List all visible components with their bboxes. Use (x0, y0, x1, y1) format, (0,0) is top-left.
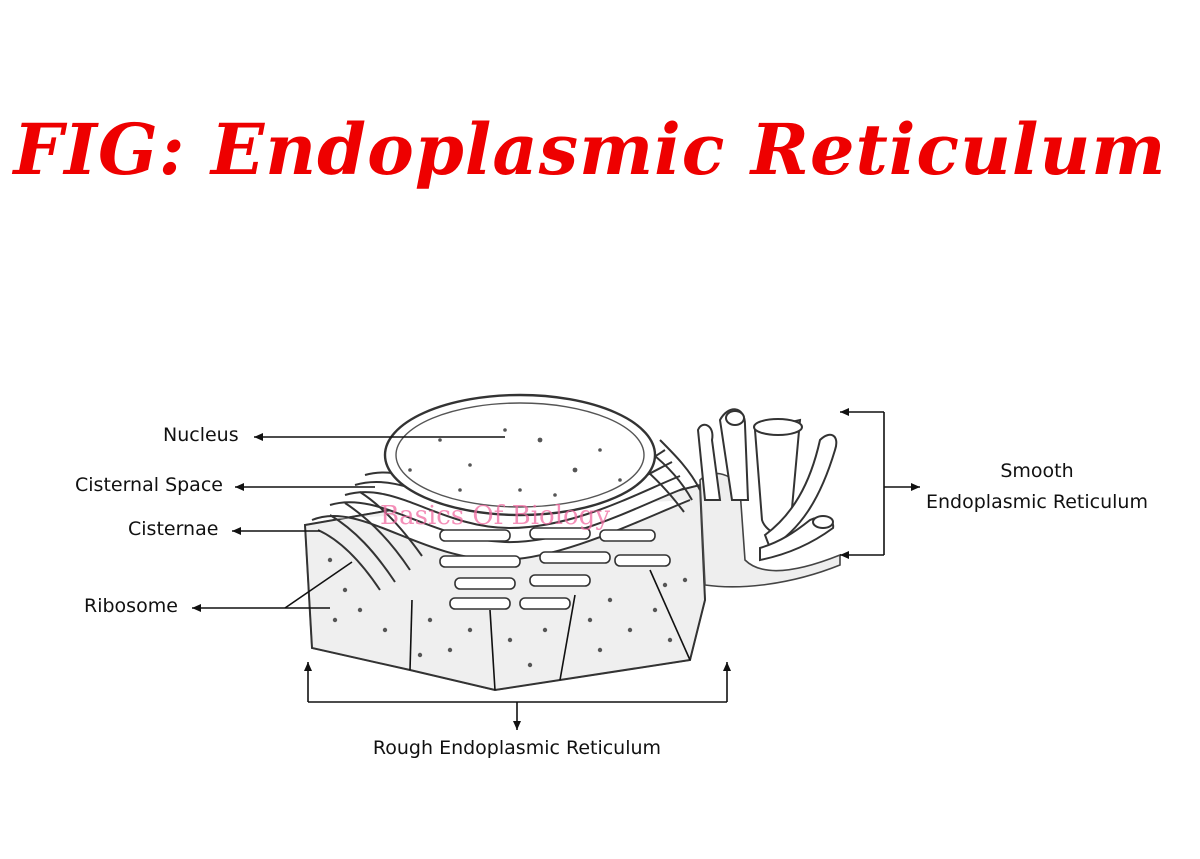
watermark-text: Basics Of Biology (380, 501, 610, 531)
label-cisternal-space: Cisternal Space (75, 474, 223, 496)
smooth-er-illustration (696, 408, 841, 588)
rough-er-bracket (304, 662, 731, 730)
label-nucleus: Nucleus (163, 424, 239, 446)
label-smooth-er-line2: Endoplasmic Reticulum (926, 491, 1148, 513)
smooth-er-bracket (840, 408, 920, 559)
label-smooth-er-line1: Smooth (1000, 460, 1073, 482)
label-rough-er: Rough Endoplasmic Reticulum (373, 737, 661, 759)
rough-er-illustration (303, 393, 707, 692)
figure-title: FIG: Endoplasmic Reticulum (13, 108, 1167, 191)
ribosome-branch-1 (284, 561, 353, 609)
label-cisternae: Cisternae (128, 518, 218, 540)
label-ribosome: Ribosome (84, 595, 178, 617)
